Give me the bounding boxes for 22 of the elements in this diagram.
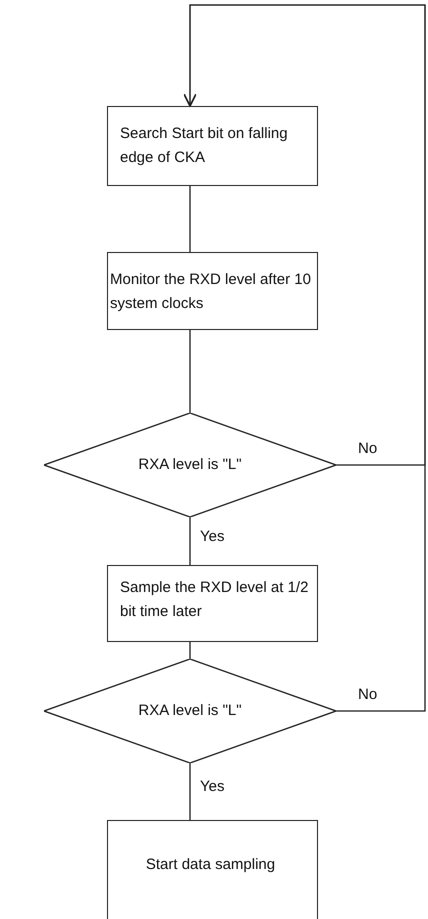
edge-label: Yes (200, 778, 224, 795)
connector-line (189, 642, 191, 659)
edge-label: No (358, 686, 378, 703)
connector-line (189, 763, 191, 820)
step-text: Search Start bit on falling edge of CKA (120, 124, 289, 168)
process-box (107, 106, 318, 186)
connector-line (189, 517, 191, 565)
edge-label: Yes (200, 528, 224, 545)
process-box (107, 820, 318, 919)
step-text: Sample the RXD level at 1/2 bit time later (120, 578, 310, 622)
decision-diamond (44, 413, 336, 517)
arrow (183, 4, 426, 712)
step-text: Monitor the RXD level after 10 system clocks (110, 270, 312, 314)
connector-line (189, 186, 191, 252)
edge-label: No (358, 440, 378, 457)
decision-text: RXA level is "L" (137, 701, 243, 721)
process-box (107, 565, 318, 642)
decision-diamond (44, 659, 336, 763)
decision-text: RXA level is "L" (137, 455, 243, 475)
step-text: Start data sampling (144, 855, 276, 875)
connector-line (189, 330, 191, 413)
process-box (107, 252, 318, 330)
